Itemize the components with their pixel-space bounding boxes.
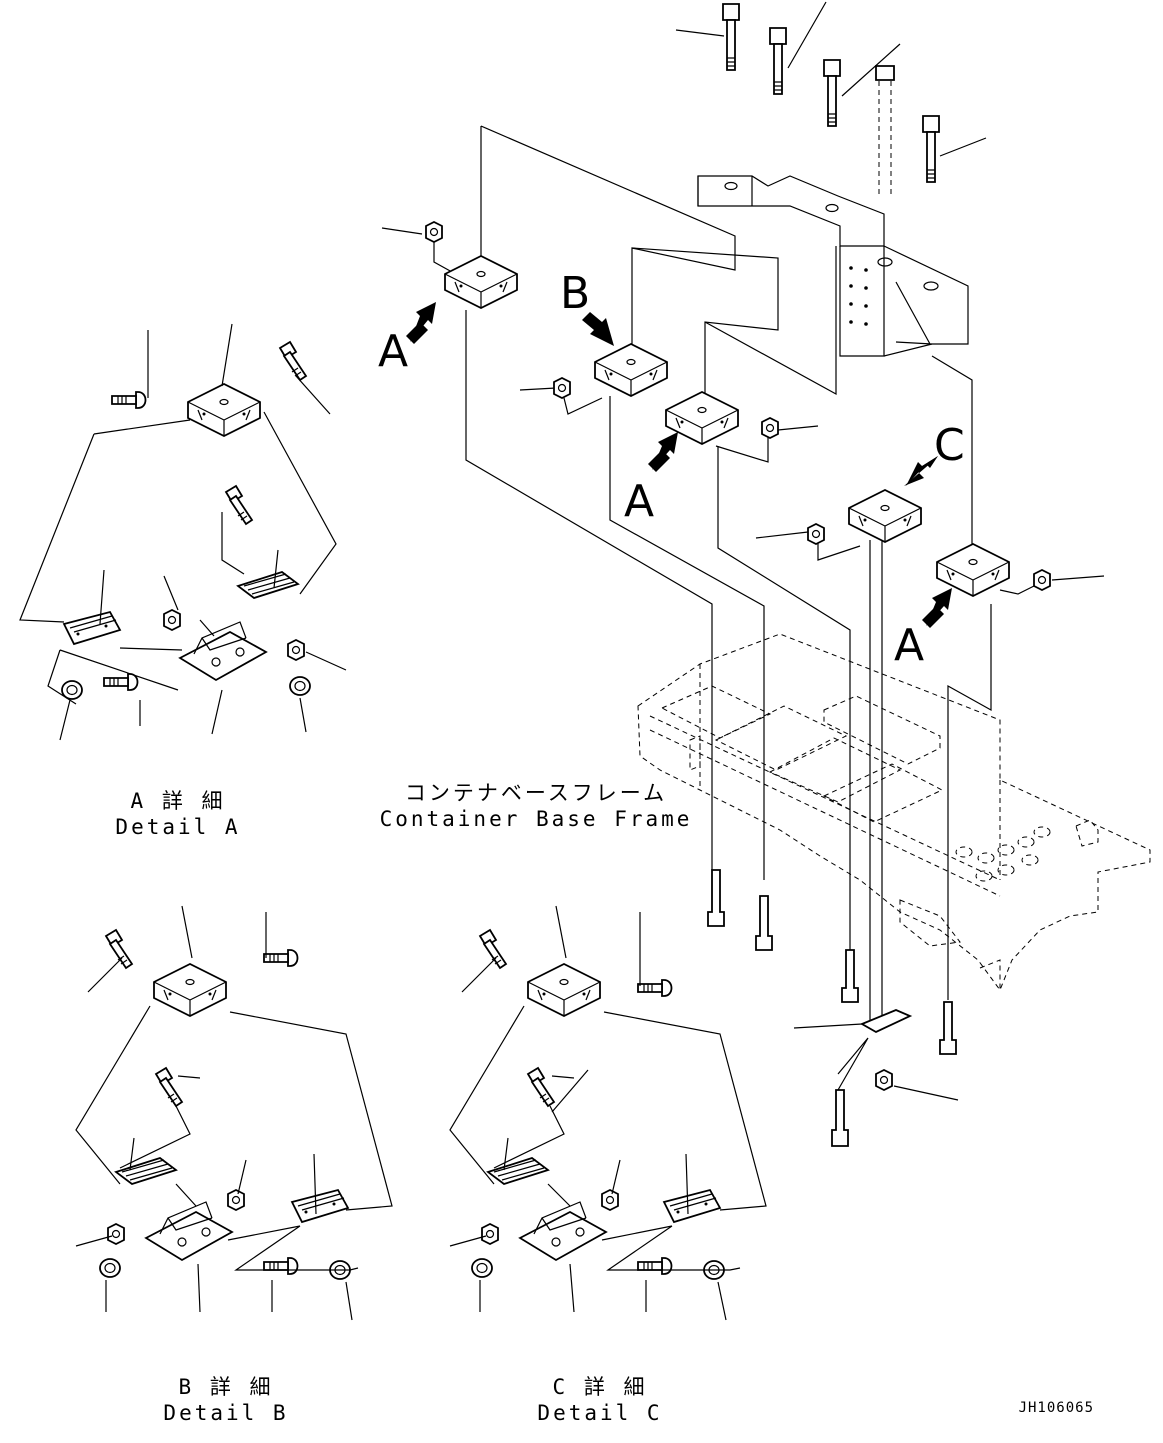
detail-a-label-en: Detail A bbox=[115, 815, 240, 839]
upper-bracket bbox=[697, 175, 969, 357]
callout-arrows bbox=[406, 302, 952, 628]
callout-letters: A B A C A bbox=[378, 268, 965, 671]
base-frame-label-jp: コンテナベースフレーム bbox=[405, 781, 667, 805]
detail-a-assembly bbox=[19, 323, 347, 741]
drawing-code: JH106065 bbox=[1019, 1400, 1094, 1416]
lower-bolts bbox=[707, 540, 959, 1147]
detail-b-label-jp: B 詳 細 bbox=[179, 1375, 274, 1399]
container-base-frame bbox=[637, 633, 1151, 992]
base-frame-label-en: Container Base Frame bbox=[380, 807, 693, 831]
detail-b-assembly bbox=[75, 905, 393, 1321]
detail-b-label-en: Detail B bbox=[163, 1401, 288, 1425]
callout-c: C bbox=[934, 420, 965, 471]
callout-b: B bbox=[560, 268, 590, 319]
detail-c-label-en: Detail C bbox=[537, 1401, 662, 1425]
detail-c-assembly bbox=[449, 905, 767, 1321]
detail-a-label-jp: A 詳 細 bbox=[131, 789, 226, 813]
callout-a1: A bbox=[378, 326, 408, 377]
callout-a2: A bbox=[624, 476, 654, 527]
top-bolts bbox=[675, 1, 987, 196]
detail-c-label-jp: C 詳 細 bbox=[553, 1375, 648, 1399]
callout-a3: A bbox=[894, 620, 924, 671]
rubber-mounts bbox=[425, 221, 1051, 597]
